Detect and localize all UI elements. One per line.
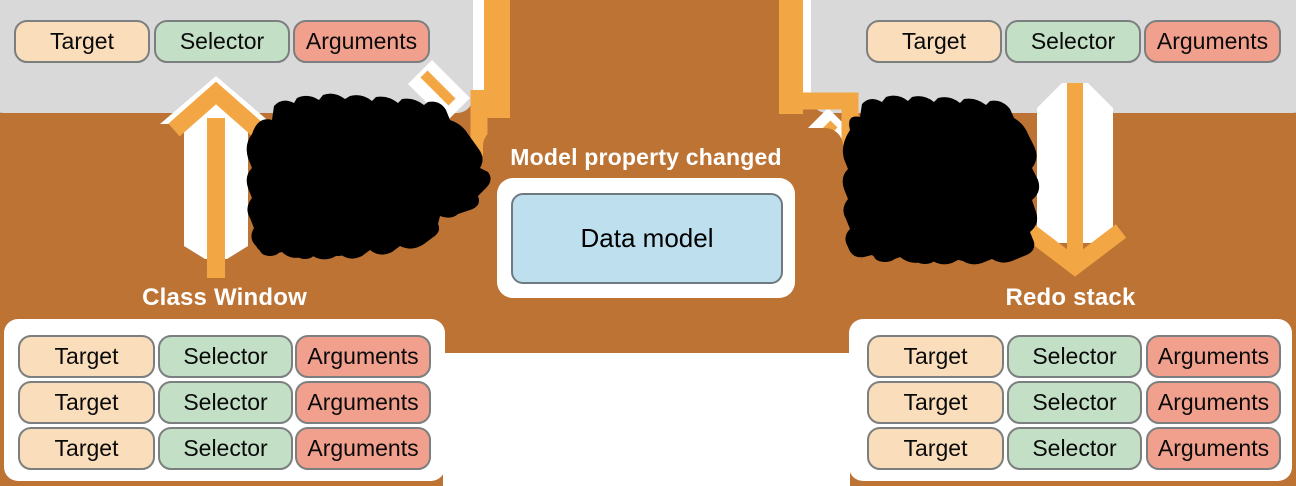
pill-arguments: Arguments — [295, 427, 431, 470]
pill-target: Target — [866, 20, 1002, 63]
pill-arguments: Arguments — [1146, 427, 1281, 470]
pill-selector: Selector — [1007, 381, 1142, 424]
pill-target: Target — [867, 381, 1004, 424]
pill-arguments: Arguments — [1146, 335, 1281, 378]
pill-selector: Selector — [158, 335, 293, 378]
pill-target: Target — [18, 427, 155, 470]
pill-selector: Selector — [1005, 20, 1141, 63]
pill-selector: Selector — [158, 427, 293, 470]
pill-selector: Selector — [158, 381, 293, 424]
pill-arguments: Arguments — [293, 20, 430, 63]
pill-target: Target — [867, 427, 1004, 470]
pill-arguments: Arguments — [1146, 381, 1281, 424]
pill-target: Target — [18, 381, 155, 424]
page-background-cutout — [443, 353, 850, 486]
class-window-label: Class Window — [142, 284, 307, 311]
pill-target: Target — [18, 335, 155, 378]
model-property-changed-label: Model property changed — [510, 144, 782, 170]
data-model-label: Data model — [580, 223, 714, 253]
pill-selector: Selector — [1007, 335, 1142, 378]
data-model-box: Data model — [511, 193, 783, 284]
redo-stack-label: Redo stack — [1005, 284, 1136, 311]
pill-selector: Selector — [154, 20, 290, 63]
pill-arguments: Arguments — [1144, 20, 1281, 63]
pill-target: Target — [14, 20, 150, 63]
pill-arguments: Arguments — [295, 335, 431, 378]
pill-arguments: Arguments — [295, 381, 431, 424]
pill-selector: Selector — [1007, 427, 1142, 470]
pill-target: Target — [867, 335, 1004, 378]
